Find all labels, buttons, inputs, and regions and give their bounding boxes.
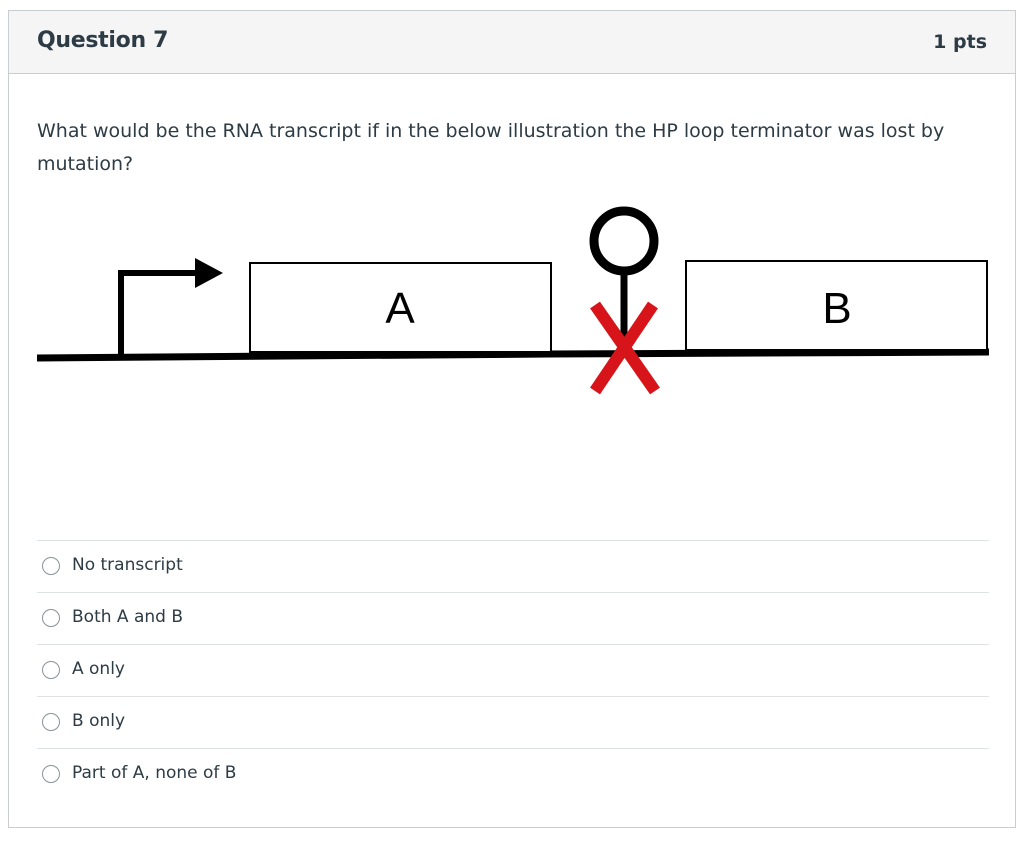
answer-label: B only bbox=[72, 711, 126, 731]
answer-label: No transcript bbox=[72, 555, 183, 575]
answer-list: No transcript Both A and B A only B only… bbox=[37, 540, 989, 800]
promoter-arrow bbox=[118, 270, 199, 357]
answer-label: Both A and B bbox=[72, 607, 183, 627]
gene-a-label: A bbox=[385, 284, 415, 333]
radio-button[interactable] bbox=[42, 713, 60, 731]
gene-b-box bbox=[685, 260, 988, 351]
terminator-loop bbox=[589, 206, 659, 276]
radio-button[interactable] bbox=[42, 765, 60, 783]
answer-option[interactable]: Part of A, none of B bbox=[37, 748, 989, 800]
gene-b-label: B bbox=[822, 284, 851, 333]
question-card: Question 7 1 pts What would be the RNA t… bbox=[8, 10, 1016, 828]
answer-label: Part of A, none of B bbox=[72, 763, 237, 783]
answer-option[interactable]: Both A and B bbox=[37, 592, 989, 644]
question-title: Question 7 bbox=[37, 28, 169, 53]
question-points: 1 pts bbox=[933, 31, 987, 53]
question-prompt: What would be the RNA transcript if in t… bbox=[37, 120, 945, 175]
transcription-diagram: A B bbox=[36, 206, 990, 395]
radio-button[interactable] bbox=[42, 557, 60, 575]
mutation-x-stroke-2 bbox=[590, 301, 658, 395]
answer-option[interactable]: A only bbox=[37, 644, 989, 696]
radio-button[interactable] bbox=[42, 661, 60, 679]
question-header: Question 7 1 pts bbox=[9, 11, 1015, 74]
radio-button[interactable] bbox=[42, 609, 60, 627]
answer-option[interactable]: B only bbox=[37, 696, 989, 748]
promoter-arrowhead bbox=[195, 258, 223, 288]
dna-strand bbox=[36, 348, 990, 362]
answer-option[interactable]: No transcript bbox=[37, 540, 989, 592]
answer-label: A only bbox=[72, 659, 125, 679]
gene-a-box bbox=[249, 262, 552, 353]
